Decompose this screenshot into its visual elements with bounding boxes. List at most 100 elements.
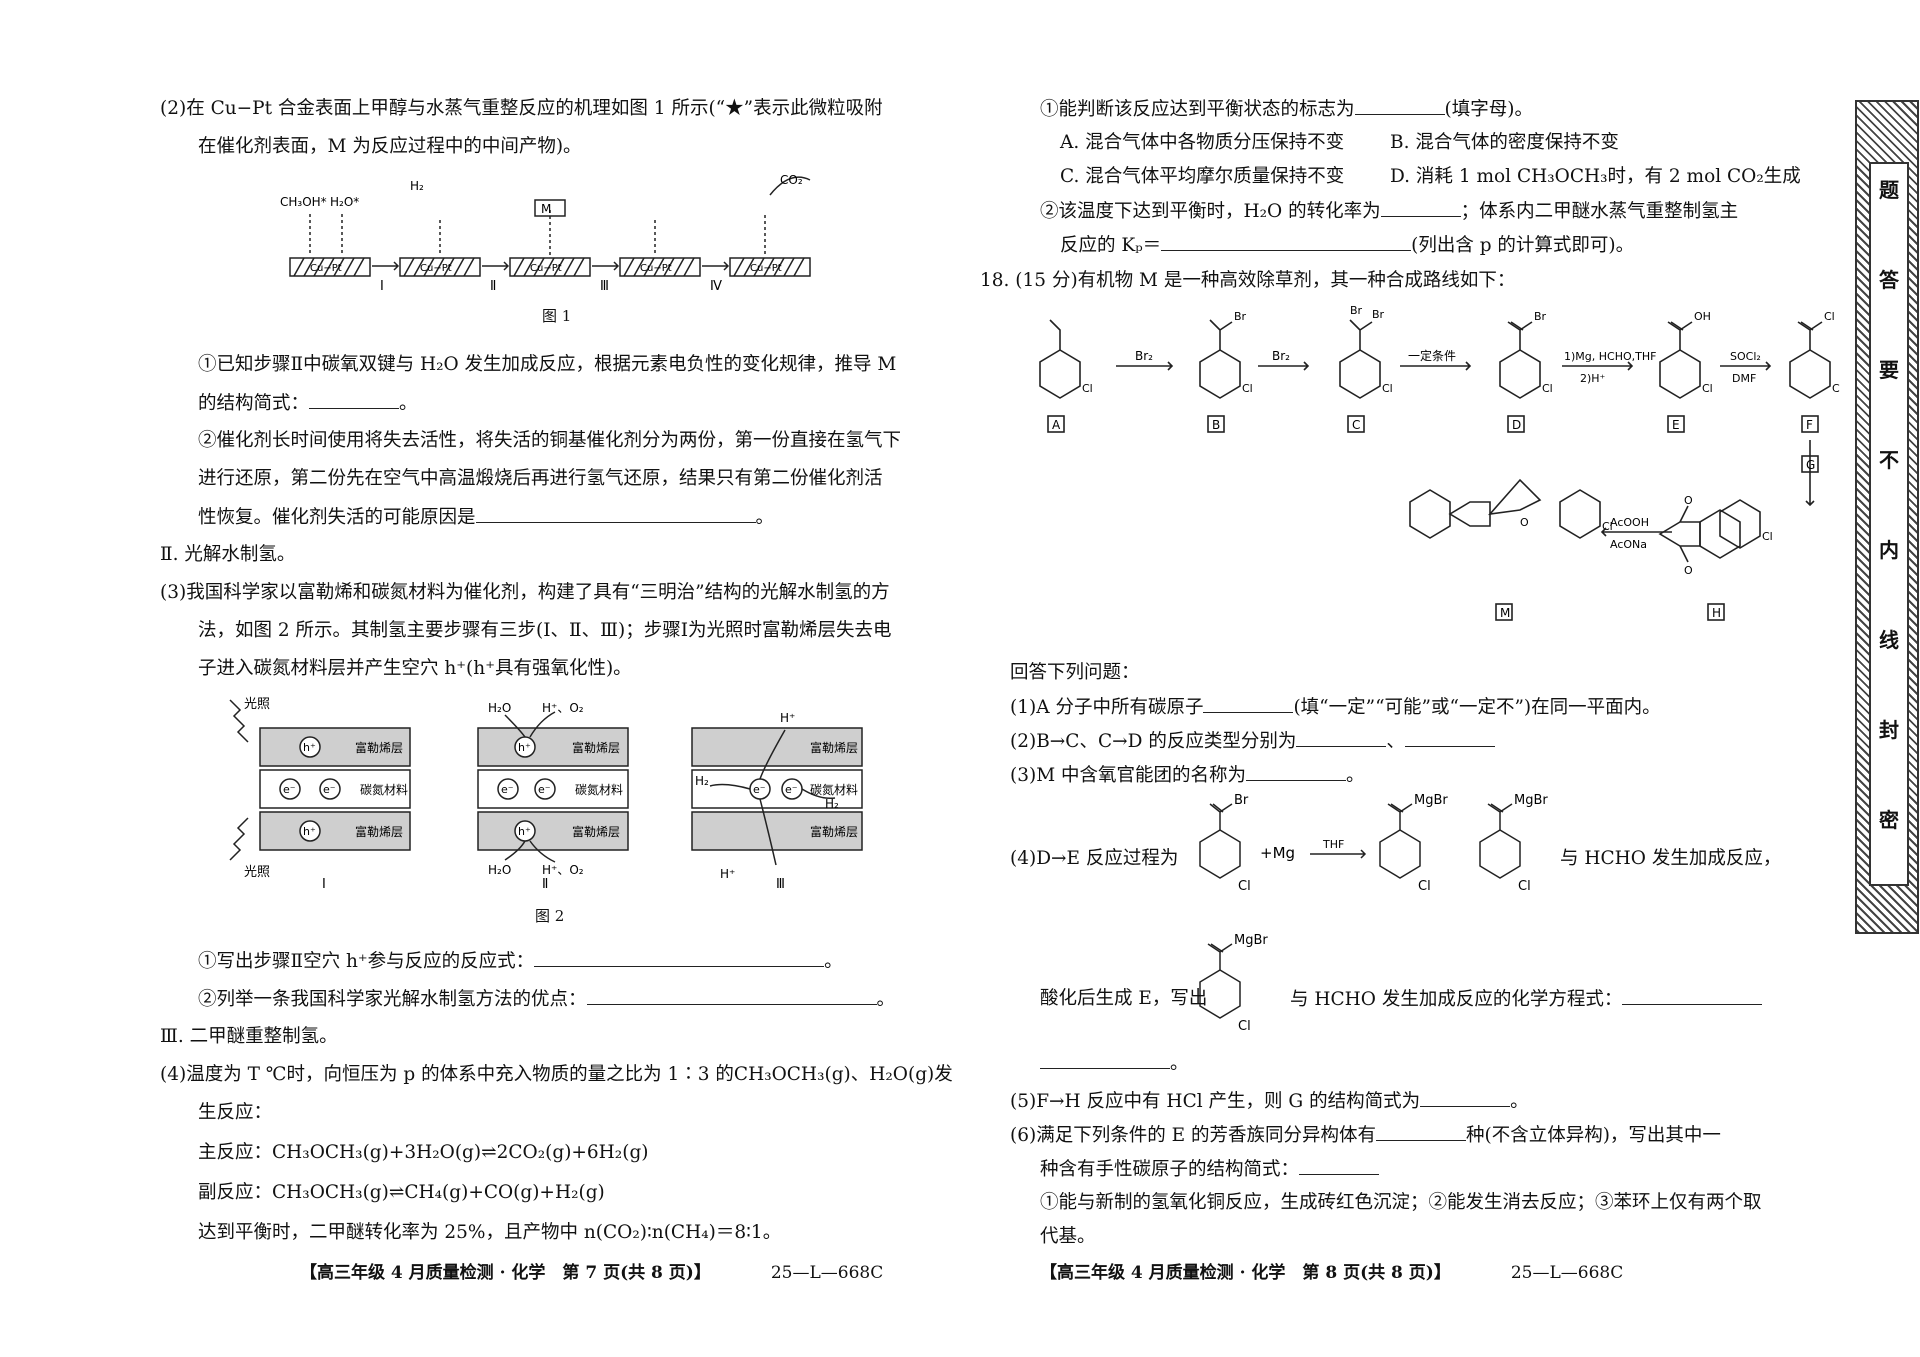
svg-text:Cu−Pt: Cu−Pt [530,263,562,274]
binding-strip: 题 答 要 不 内 线 封 密 [1855,100,1919,934]
strip-char: 线 [1879,628,1899,652]
answer-blank [1375,1122,1466,1141]
svg-text:AcOOH: AcOOH [1610,516,1649,529]
svg-text:Cu−Pt: Cu−Pt [310,263,342,274]
svg-text:h⁺: h⁺ [303,825,316,838]
option-c: C. 混合气体平均摩尔质量保持不变 [1060,166,1345,187]
q3-sub1: ①写出步骤Ⅱ空穴 h⁺参与反应的反应式：。 [198,948,843,975]
svg-text:Cl: Cl [1702,382,1713,395]
q2-line1: (2)在 Cu−Pt 合金表面上甲醇与水蒸气重整反应的机理如图 1 所示(“★”… [160,98,883,119]
q3-line2: 法，如图 2 所示。其制氢主要步骤有三步(Ⅰ、Ⅱ、Ⅲ)；步骤Ⅰ为光照时富勒烯层失… [198,620,892,641]
svg-text:AcONa: AcONa [1610,538,1647,551]
svg-text:富勒烯层: 富勒烯层 [355,740,403,755]
svg-text:H₂: H₂ [695,774,709,788]
answer-blank [1299,1156,1380,1175]
q3-line1: (3)我国科学家以富勒烯和碳氮材料为催化剂，构建了具有“三明治”结构的光解水制氢… [160,582,890,603]
svg-text:F: F [1806,418,1813,432]
q4-side-reaction: 副反应：CH₃OCH₃(g)⇌CH₄(g)+CO(g)+H₂(g) [198,1182,605,1203]
svg-text:H: H [1712,606,1721,620]
q3-line3: 子进入碳氮材料层并产生空穴 h⁺(h⁺具有强氧化性)。 [198,658,632,679]
svg-text:Cl: Cl [1824,310,1835,323]
svg-text:H₂O*: H₂O* [330,195,359,209]
answer-prompt: 回答下列问题： [1010,662,1140,683]
svg-text:2)H⁺: 2)H⁺ [1580,372,1606,385]
q18-part6-line2: 种含有手性碳原子的结构简式： [1040,1156,1380,1183]
svg-text:e⁻: e⁻ [283,783,296,796]
section-2-heading: Ⅱ. 光解水制氢。 [160,544,296,565]
q2-sub1-line1: ①已知步骤Ⅱ中碳氧双键与 H₂O 发生加成反应，根据元素电负性的变化规律，推导 … [198,354,897,375]
svg-text:H⁺: H⁺ [720,867,735,881]
svg-text:OH: OH [1694,310,1711,323]
page-8-footer: 【高三年级 4 月质量检测 · 化学 第 8 页(共 8 页)】25—L—668… [1040,1263,1624,1283]
synthesis-scheme: A B C D E F G H M Br₂ Br₂ 一定条件 1)Mg, HCH… [1039,304,1840,621]
svg-text:Cl: Cl [1082,382,1093,395]
svg-text:一定条件: 一定条件 [1408,348,1456,363]
svg-text:Br: Br [1234,310,1247,323]
q18-part6-line1: (6)满足下列条件的 E 的芳香族同分异构体有种(不含立体异构)，写出其中一 [1010,1122,1721,1149]
strip-char: 答 [1879,268,1899,292]
svg-text:H⁺、O₂: H⁺、O₂ [542,701,584,715]
page-8: ①能判断该反应达到平衡状态的标志为(填字母)。 A. 混合气体中各物质分压保持不… [960,0,1855,1357]
svg-text:H₂O: H₂O [488,863,511,877]
svg-text:Ⅲ: Ⅲ [600,279,609,290]
q2-sub2-line3: 性恢复。催化剂失活的可能原因是。 [198,504,774,531]
svg-text:CH₃OH*: CH₃OH* [280,195,327,209]
answer-blank [1622,986,1763,1005]
svg-text:e⁻: e⁻ [501,783,514,796]
svg-text:E: E [1672,418,1680,432]
answer-blank [1420,1088,1511,1107]
svg-text:H₂: H₂ [825,797,839,811]
strip-char: 封 [1879,718,1899,742]
svg-text:Cl: Cl [1382,382,1393,395]
svg-text:B: B [1212,418,1220,432]
svg-text:e⁻: e⁻ [785,783,798,796]
svg-text:SOCl₂: SOCl₂ [1730,350,1761,363]
svg-text:富勒烯层: 富勒烯层 [355,824,403,839]
svg-text:碳氮材料: 碳氮材料 [360,782,408,797]
svg-text:Ⅲ: Ⅲ [776,877,785,890]
svg-text:G: G [1806,458,1815,472]
svg-text:Cl: Cl [1418,879,1431,894]
q18-part4-line3: 。 [1040,1050,1189,1077]
answer-blank [1040,1050,1170,1069]
svg-text:H₂O: H₂O [488,701,511,715]
svg-text:Ⅱ: Ⅱ [542,877,548,890]
svg-text:e⁻: e⁻ [323,783,336,796]
svg-text:Br₂: Br₂ [1135,349,1153,363]
strip-char: 密 [1879,808,1899,832]
figure-2-caption: 图 2 [535,907,565,925]
q18-part4-line1: (4)D→E 反应过程为 [1010,848,1179,869]
svg-text:DMF: DMF [1732,372,1756,385]
svg-text:碳氮材料: 碳氮材料 [575,782,623,797]
svg-text:光照: 光照 [244,697,270,712]
svg-text:碳氮材料: 碳氮材料 [810,782,858,797]
q4-sub2-line2: 反应的 Kₚ＝(列出含 p 的计算式即可)。 [1060,232,1634,259]
q2-sub2-line2: 进行还原，第二份先在空气中高温煅烧后再进行氢气还原，结果只有第二份催化剂活 [198,468,883,489]
q18-part2: (2)B→C、C→D 的反应类型分别为、 [1010,728,1495,755]
figure-1-caption: 图 1 [542,307,572,325]
q18-part5: (5)F→H 反应中有 HCl 产生，则 G 的结构简式为。 [1010,1088,1529,1115]
answer-blank [1296,728,1387,747]
grignard-reagent-structure: MgBr Cl [1199,933,1268,1034]
q4-line2: 生反应： [198,1102,273,1123]
q18-part4-line2: 酸化后生成 E，写出 [1040,988,1208,1009]
svg-text:Br: Br [1350,304,1363,317]
q18-heading: 18. (15 分)有机物 M 是一种高效除草剂，其一种合成路线如下： [980,270,1516,291]
svg-text:Br: Br [1372,308,1385,321]
q18-part4-line2b: 与 HCHO 发生加成反应的化学方程式： [1290,986,1763,1013]
page-7-footer: 【高三年级 4 月质量检测 · 化学 第 7 页(共 8 页)】25—L—668… [300,1263,884,1283]
svg-text:富勒烯层: 富勒烯层 [810,740,858,755]
answer-blank [1354,96,1445,115]
svg-text:H⁺: H⁺ [780,711,795,725]
svg-text:+Mg: +Mg [1260,844,1295,862]
page-7: (2)在 Cu−Pt 合金表面上甲醇与水蒸气重整反应的机理如图 1 所示(“★”… [160,98,953,1283]
q4-line3: 达到平衡时，二甲醚转化率为 25%，且产物中 n(CO₂)∶n(CH₄)＝8∶1… [198,1222,782,1243]
answer-blank [309,390,400,409]
svg-text:H₂: H₂ [410,179,424,193]
answer-blank [1203,694,1294,713]
figure-1-mechanism: CH₃OH* H₂O* H₂ M CO₂ Cu−Pt Cu−Pt Cu−Pt C… [280,173,811,290]
option-a: A. 混合气体中各物质分压保持不变 [1060,132,1345,153]
svg-text:H⁺、O₂: H⁺、O₂ [542,863,584,877]
option-d: D. 消耗 1 mol CH₃OCH₃时，有 2 mol CO₂生成 [1390,166,1801,187]
svg-text:Cl: Cl [1518,879,1531,894]
